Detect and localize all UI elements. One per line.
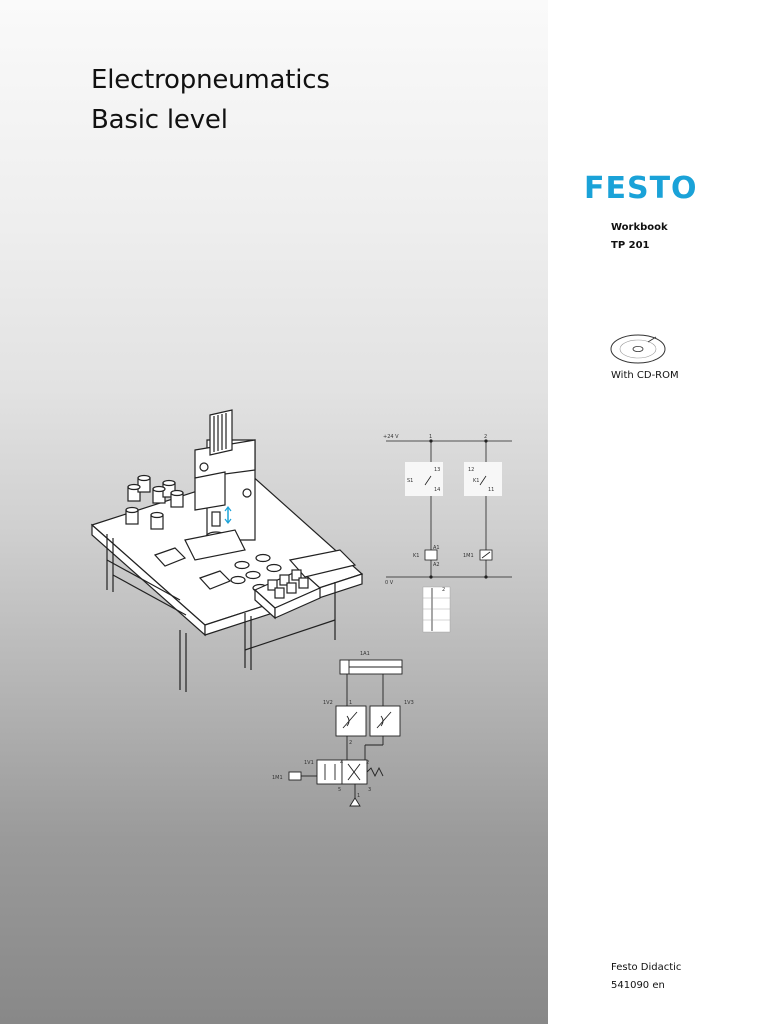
switch-terminal-top: 13 (434, 467, 440, 473)
contact-table-label: 2 (442, 587, 445, 593)
throttle-left-label: 1V2 (323, 700, 333, 706)
switch-terminal-bottom: 14 (434, 487, 440, 493)
port-label-2: 2 (349, 740, 352, 746)
cylinder-label: 1A1 (360, 651, 370, 657)
port-label-4: 4 (340, 760, 343, 766)
throttle-right-label: 1V3 (404, 700, 414, 706)
valve-label: 1V1 (304, 760, 314, 766)
valve-solenoid-label: 1M1 (272, 775, 283, 781)
relay-coil-label: K1 (413, 553, 419, 559)
electrical-circuit-diagram (386, 439, 512, 633)
brand-name: FESTO (584, 171, 698, 206)
cover-illustration: +24 V 1 2 S1 13 14 K1 12 11 K1 A1 A2 1M1… (90, 409, 512, 807)
cd-icon (610, 334, 666, 364)
cover-white-panel (548, 0, 768, 1024)
workstation-illustration (90, 409, 364, 692)
port-label-3: 3 (368, 787, 371, 793)
contact-terminal-top: 12 (468, 467, 474, 473)
column-2-label: 2 (484, 434, 487, 440)
title-line-2: Basic level (91, 105, 228, 135)
switch-label: S1 (407, 478, 413, 484)
pneumatic-circuit-labels: 1A1 1V2 1V3 1V1 1M1 1 2 4 2 5 3 1 (272, 651, 414, 799)
column-1-label: 1 (429, 434, 432, 440)
solenoid-label: 1M1 (463, 553, 474, 559)
contact-label: K1 (473, 478, 479, 484)
port-label-1b: 1 (357, 793, 360, 799)
media-label: With CD-ROM (611, 370, 679, 381)
electrical-circuit-labels: +24 V 1 2 S1 13 14 K1 12 11 K1 A1 A2 1M1… (383, 434, 494, 593)
port-label-1: 1 (349, 700, 352, 706)
festo-logo: FESTO (584, 171, 698, 206)
publisher-name: Festo Didactic (611, 962, 682, 973)
relay-coil-terminal-a1: A1 (433, 545, 440, 551)
supply-label: +24 V (383, 434, 399, 440)
port-label-5: 5 (338, 787, 341, 793)
contact-terminal-bottom: 11 (488, 487, 494, 493)
title-line-1: Electropneumatics (91, 65, 330, 95)
publication-code: TP 201 (611, 240, 650, 251)
order-number: 541090 en (611, 980, 665, 991)
relay-coil-terminal-a2: A2 (433, 562, 440, 568)
ground-label: 0 V (385, 580, 394, 586)
port-label-2b: 2 (366, 760, 369, 766)
pneumatic-circuit-diagram (288, 659, 403, 807)
publication-type: Workbook (611, 222, 668, 233)
